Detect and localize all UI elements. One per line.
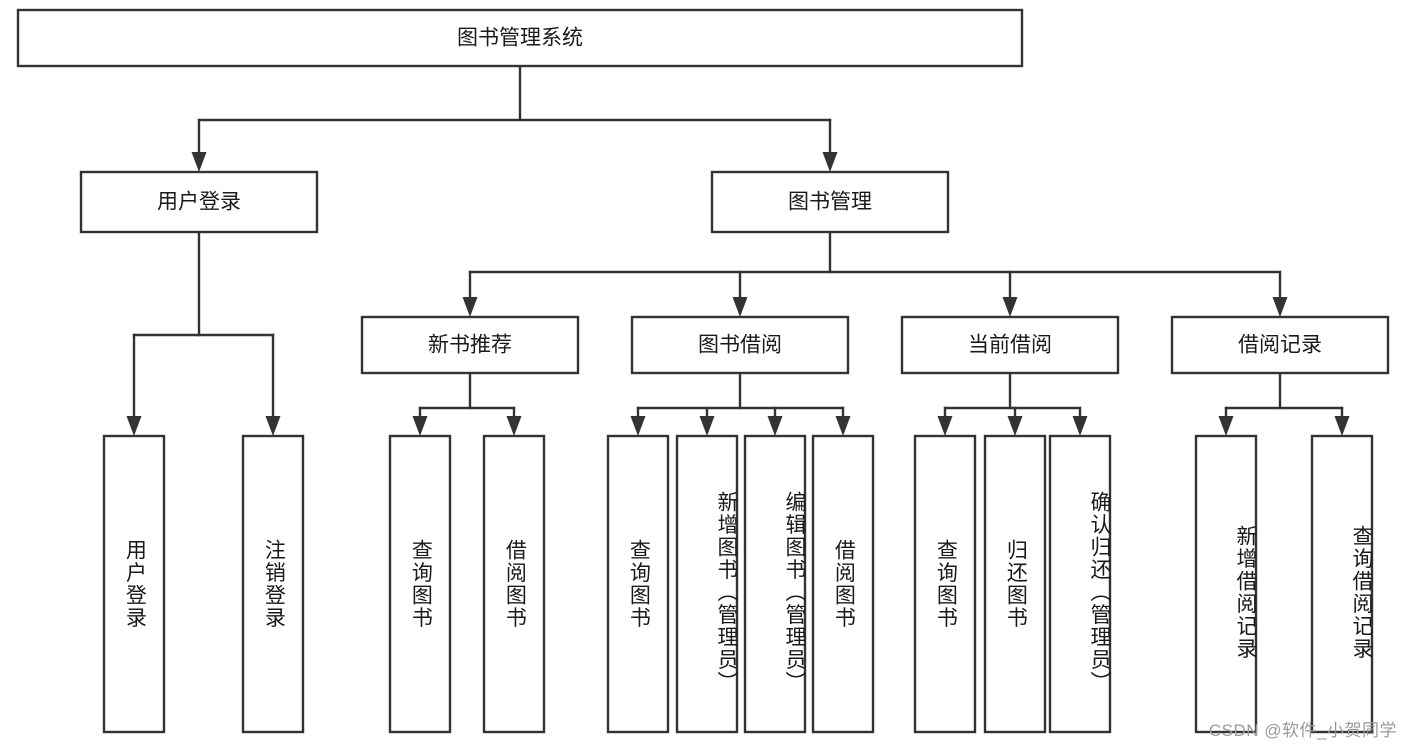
node-box-borrow-add-book[interactable] xyxy=(675,434,739,734)
node-box-borrow-borrow-book[interactable] xyxy=(811,434,875,734)
node-box-records-query[interactable] xyxy=(1310,434,1374,734)
node-box-current-return-book[interactable] xyxy=(983,434,1047,734)
node-label-book-borrow: 图书借阅 xyxy=(698,334,782,357)
arrow-head-icon-borrow-records xyxy=(1272,297,1288,317)
arrow-head-icon-borrow-query-book xyxy=(630,416,646,436)
node-box-book-borrow[interactable] xyxy=(630,315,850,375)
arrow-head-icon-user-login xyxy=(191,152,207,172)
node-box-current-query-book[interactable] xyxy=(913,434,977,734)
node-box-recommend-query-book[interactable] xyxy=(388,434,452,734)
arrow-head-icon-current-return-book xyxy=(1007,416,1023,436)
arrow-head-icon-book-borrow xyxy=(732,297,748,317)
arrow-head-icon-borrow-add-book xyxy=(699,416,715,436)
node-box-new-book-recommend[interactable] xyxy=(360,315,580,375)
node-label-current-borrow: 当前借阅 xyxy=(968,334,1052,357)
node-label-root: 图书管理系统 xyxy=(457,27,583,50)
node-box-root[interactable] xyxy=(16,8,1024,68)
arrow-head-icon-user-login-do xyxy=(126,416,142,436)
arrow-head-icon-recommend-borrow-book xyxy=(506,416,522,436)
arrow-head-icon-book-management xyxy=(822,152,838,172)
node-label-new-book-recommend: 新书推荐 xyxy=(428,334,512,357)
node-box-borrow-records[interactable] xyxy=(1170,315,1390,375)
node-box-book-management[interactable] xyxy=(710,170,950,234)
arrow-head-icon-current-query-book xyxy=(937,416,953,436)
node-box-recommend-borrow-book[interactable] xyxy=(482,434,546,734)
node-label-user-login: 用户登录 xyxy=(157,191,241,214)
node-box-current-confirm-return[interactable] xyxy=(1048,434,1112,734)
arrow-head-icon-records-query xyxy=(1334,416,1350,436)
arrow-head-icon-recommend-query-book xyxy=(412,416,428,436)
arrow-head-icon-current-borrow xyxy=(1002,297,1018,317)
boxes-layer xyxy=(16,8,1390,734)
node-box-user-login-do[interactable] xyxy=(102,434,166,734)
node-box-records-add[interactable] xyxy=(1194,434,1258,734)
node-box-borrow-query-book[interactable] xyxy=(606,434,670,734)
node-box-borrow-edit-book[interactable] xyxy=(743,434,807,734)
arrow-head-icon-borrow-edit-book xyxy=(767,416,783,436)
connectors-layer xyxy=(126,64,1350,436)
node-box-user-logout[interactable] xyxy=(241,434,305,734)
watermark-text: CSDN @软件_小贺同学 xyxy=(1208,721,1397,740)
arrow-head-icon-borrow-borrow-book xyxy=(835,416,851,436)
arrow-head-icon-records-add xyxy=(1218,416,1234,436)
node-label-book-management: 图书管理 xyxy=(788,191,872,214)
arrow-head-icon-user-logout xyxy=(265,416,281,436)
node-box-user-login[interactable] xyxy=(79,170,319,234)
arrow-head-icon-new-book-recommend xyxy=(462,297,478,317)
node-label-borrow-records: 借阅记录 xyxy=(1238,334,1322,357)
arrow-head-icon-current-confirm-return xyxy=(1072,416,1088,436)
node-box-current-borrow[interactable] xyxy=(900,315,1120,375)
